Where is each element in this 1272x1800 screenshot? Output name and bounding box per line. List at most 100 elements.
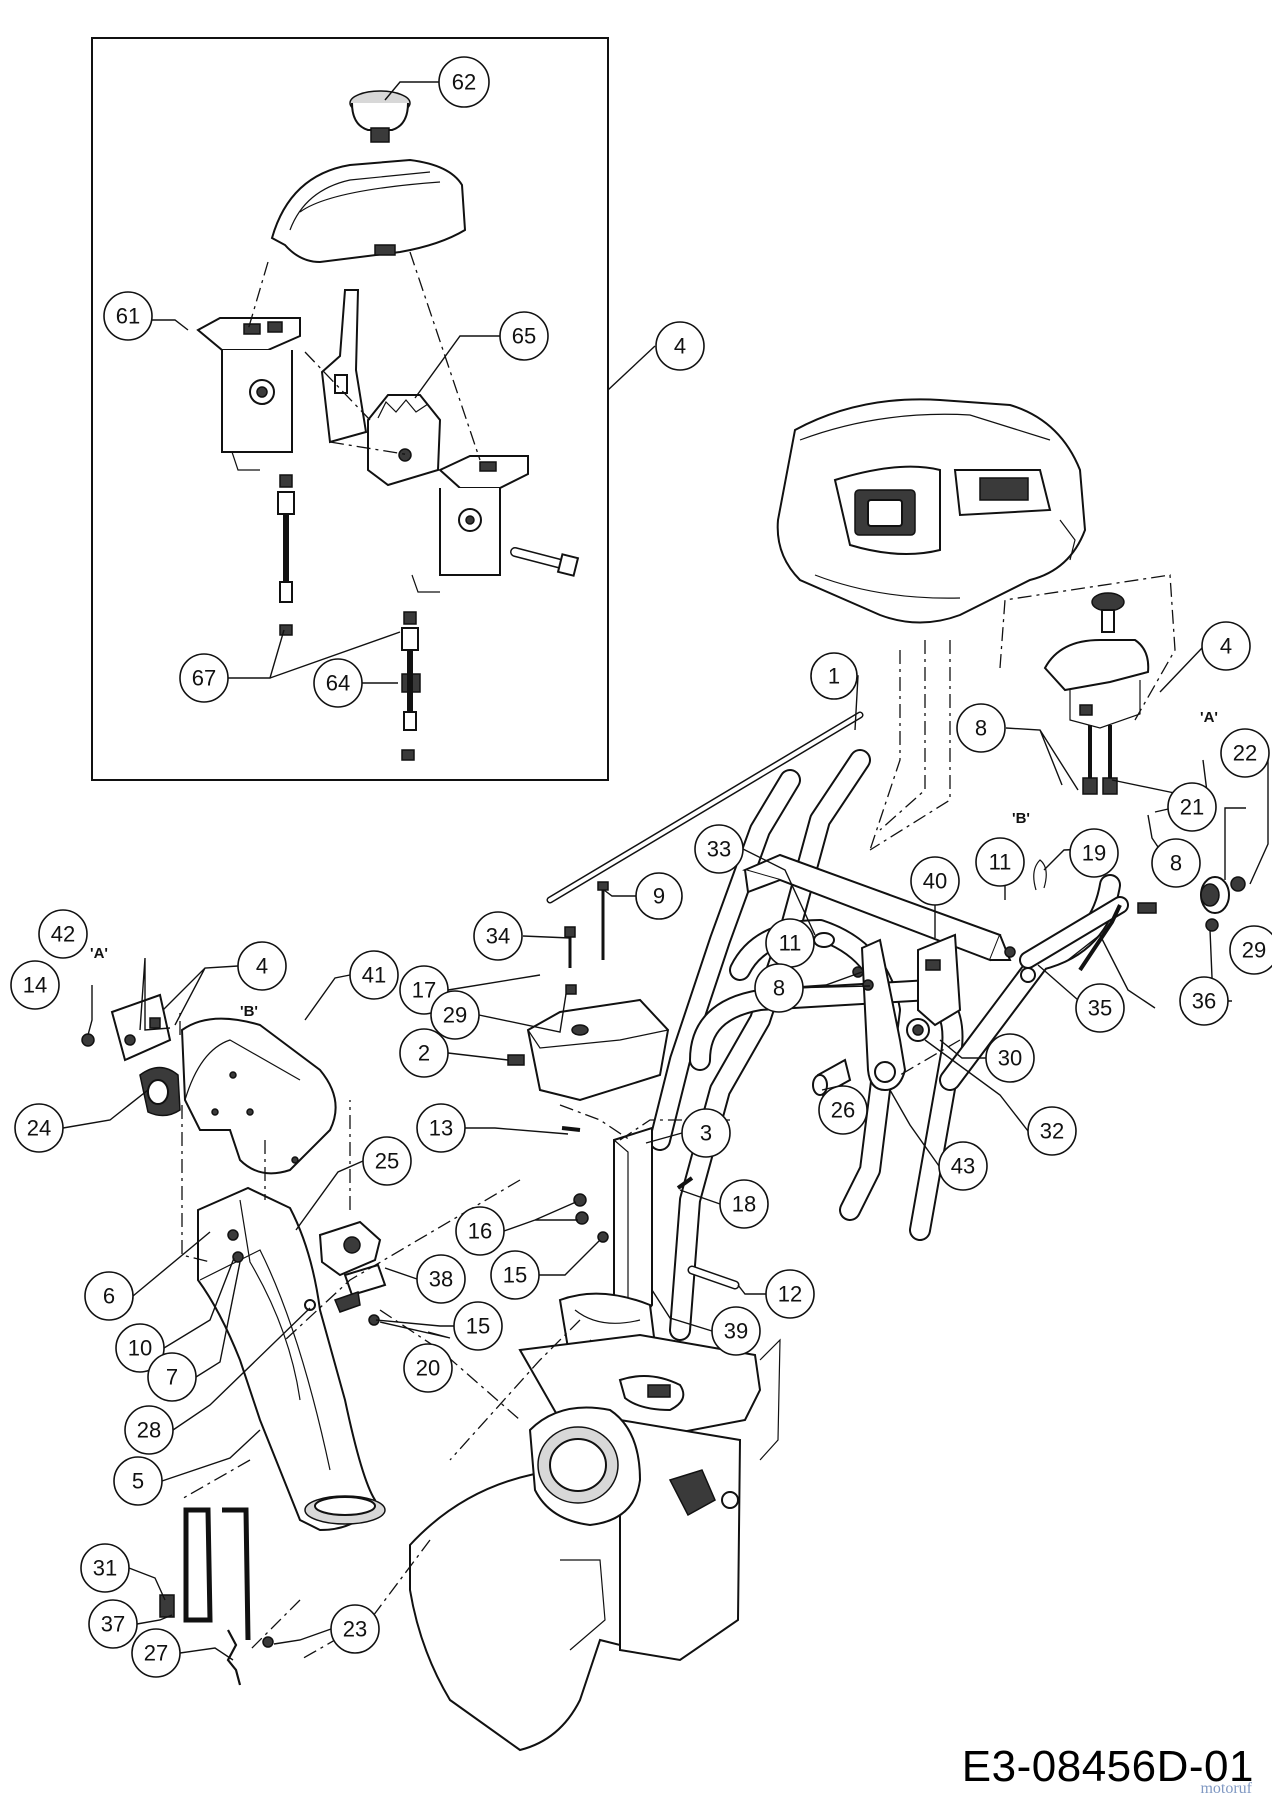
watermark-logo: motoruf <box>1200 1780 1252 1797</box>
dashboard-mounting-lines <box>869 640 951 851</box>
callout-33: 33 <box>694 824 744 874</box>
pins-center <box>561 1126 740 1290</box>
svg-text:30: 30 <box>998 1046 1022 1071</box>
callout-1: 1 <box>810 652 858 700</box>
svg-text:13: 13 <box>429 1116 453 1141</box>
svg-text:32: 32 <box>1040 1119 1064 1144</box>
callout-8-a: 8 <box>956 703 1006 753</box>
drawing-code: E3-08456D-01 <box>961 1742 1254 1791</box>
callout-23: 23 <box>330 1604 380 1654</box>
callout-36: 36 <box>1179 976 1229 1026</box>
inset-cable-right <box>401 611 421 761</box>
svg-text:40: 40 <box>923 869 947 894</box>
callout-40: 40 <box>910 856 960 906</box>
callout-24: 24 <box>14 1103 64 1153</box>
inset-bolt <box>510 547 580 577</box>
callout-42: 42 <box>38 909 88 959</box>
callout-30: 30 <box>985 1033 1035 1083</box>
dashboard-panel <box>776 398 1087 624</box>
callout-64: 64 <box>313 658 363 708</box>
svg-text:15: 15 <box>503 1263 527 1288</box>
callout-4-inset: 4 <box>655 321 705 371</box>
inset-cable-left <box>277 474 295 636</box>
svg-text:33: 33 <box>707 837 731 862</box>
callout-15-a: 15 <box>490 1250 540 1300</box>
callout-62: 62 <box>438 56 490 108</box>
svg-text:42: 42 <box>51 922 75 947</box>
svg-text:26: 26 <box>831 1098 855 1123</box>
callout-61: 61 <box>103 291 153 341</box>
callout-41: 41 <box>349 950 399 1000</box>
chute-gear-parts <box>318 1220 387 1326</box>
svg-text:14: 14 <box>23 973 47 998</box>
svg-text:19: 19 <box>1082 841 1106 866</box>
svg-text:5: 5 <box>132 1469 144 1494</box>
svg-text:64: 64 <box>326 671 350 696</box>
pivot-bracket <box>917 933 962 1027</box>
callout-5: 5 <box>113 1456 163 1506</box>
control-rod <box>546 711 864 904</box>
svg-text:8: 8 <box>1170 851 1182 876</box>
callout-8-c: 8 <box>754 963 804 1013</box>
leader-lines <box>62 81 1269 1661</box>
svg-text:29: 29 <box>1242 938 1266 963</box>
inset-shift-lever <box>320 289 368 444</box>
center-assembly-lines <box>284 650 961 1461</box>
callout-16: 16 <box>455 1206 505 1256</box>
svg-text:39: 39 <box>724 1319 748 1344</box>
svg-text:16: 16 <box>468 1219 492 1244</box>
callout-38: 38 <box>416 1254 466 1304</box>
marker-a-right: 'A' <box>1200 709 1218 726</box>
callout-20: 20 <box>403 1343 453 1393</box>
callout-4-right: 4 <box>1201 621 1251 671</box>
svg-text:4: 4 <box>674 334 686 359</box>
svg-text:8: 8 <box>975 716 987 741</box>
callout-9: 9 <box>635 872 683 920</box>
auger-housing <box>409 1333 781 1752</box>
callout-39: 39 <box>711 1306 761 1356</box>
callout-28: 28 <box>124 1405 174 1455</box>
svg-text:34: 34 <box>486 924 510 949</box>
inset-frame <box>91 37 609 781</box>
crank-rod <box>1019 896 1157 972</box>
callout-11-b: 11 <box>765 918 815 968</box>
marker-b-left: 'B' <box>240 1003 258 1020</box>
callout-29-a: 29 <box>1229 925 1272 975</box>
callout-29-b: 29 <box>430 990 480 1040</box>
callout-11-a: 11 <box>975 837 1025 887</box>
svg-text:29: 29 <box>443 1003 467 1028</box>
marker-b-right: 'B' <box>1012 810 1030 827</box>
callout-31: 31 <box>80 1543 130 1593</box>
svg-text:41: 41 <box>362 963 386 988</box>
svg-text:23: 23 <box>343 1617 367 1642</box>
bolts-center <box>564 881 609 995</box>
callout-12: 12 <box>765 1269 815 1319</box>
svg-text:65: 65 <box>512 324 536 349</box>
svg-text:62: 62 <box>452 70 476 95</box>
svg-text:10: 10 <box>128 1336 152 1361</box>
svg-text:18: 18 <box>732 1192 756 1217</box>
callout-43: 43 <box>938 1141 988 1191</box>
shift-bracket <box>742 853 1012 962</box>
svg-text:1: 1 <box>828 664 840 689</box>
callout-10: 10 <box>115 1323 165 1373</box>
svg-text:36: 36 <box>1192 989 1216 1014</box>
inset-bracket-right <box>411 455 529 593</box>
callout-27: 27 <box>131 1628 181 1678</box>
discharge-chute <box>197 1186 386 1532</box>
svg-text:43: 43 <box>951 1154 975 1179</box>
inset-index-plate <box>367 394 442 487</box>
callout-26: 26 <box>818 1085 868 1135</box>
callout-21: 21 <box>1167 782 1217 832</box>
crank-knob <box>1200 876 1246 932</box>
marker-a-left: 'A' <box>90 945 108 962</box>
callout-2: 2 <box>399 1028 449 1078</box>
svg-text:15: 15 <box>466 1314 490 1339</box>
svg-text:25: 25 <box>375 1149 399 1174</box>
svg-text:17: 17 <box>412 978 436 1003</box>
callout-22: 22 <box>1220 728 1270 778</box>
svg-text:4: 4 <box>1220 634 1232 659</box>
svg-text:9: 9 <box>653 884 665 909</box>
inset-bracket-left <box>196 317 301 471</box>
